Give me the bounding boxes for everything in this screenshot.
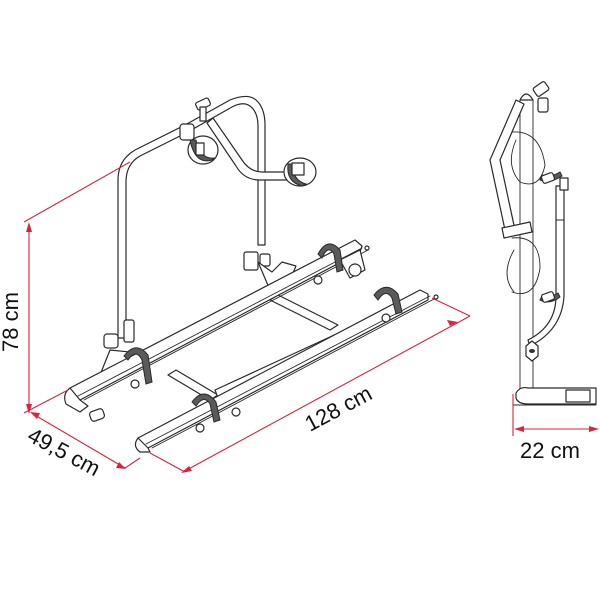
arrow-right-icon	[447, 320, 458, 326]
dimension-depth: 49,5 cm	[24, 412, 141, 481]
perspective-view	[64, 95, 439, 453]
depth-label: 49,5 cm	[24, 422, 105, 481]
side-clamp-1	[539, 171, 563, 184]
side-top-knob-icon	[532, 81, 550, 113]
frame-diagonal-arm	[206, 117, 291, 181]
wheel-rail-front	[134, 289, 439, 453]
rail-fixing-bolt	[231, 407, 241, 417]
arrow-up-icon	[26, 222, 32, 232]
frame-clamp-2	[283, 157, 317, 187]
side-bottom-support	[512, 386, 597, 406]
side-clamp-2	[539, 291, 561, 303]
arrow-down-icon	[26, 404, 32, 414]
dimension-side-depth: 22 cm	[512, 394, 599, 463]
dimension-height: 78 cm	[0, 161, 131, 414]
arrow-left-icon	[514, 426, 524, 432]
top-knob-icon	[195, 97, 211, 122]
wheel-strap-2	[313, 243, 344, 285]
right-lower-mount	[243, 251, 297, 291]
side-depth-label: 22 cm	[520, 438, 580, 463]
arrow-right-icon	[116, 462, 126, 469]
arrow-right-icon	[589, 426, 599, 432]
frame-top-bar	[184, 95, 266, 246]
arrow-left-icon	[30, 412, 40, 419]
wheel-strap-1	[123, 347, 153, 389]
wheel-strap-4	[373, 286, 403, 323]
frame-clamp-1	[179, 123, 219, 165]
width-label: 128 cm	[301, 380, 376, 436]
frame-left-upright	[117, 124, 187, 339]
side-view	[489, 81, 597, 406]
side-lower-knob-icon	[525, 340, 539, 362]
height-label: 78 cm	[0, 292, 23, 352]
arrow-left-icon	[181, 466, 192, 473]
wheel-strap-3	[191, 393, 221, 433]
